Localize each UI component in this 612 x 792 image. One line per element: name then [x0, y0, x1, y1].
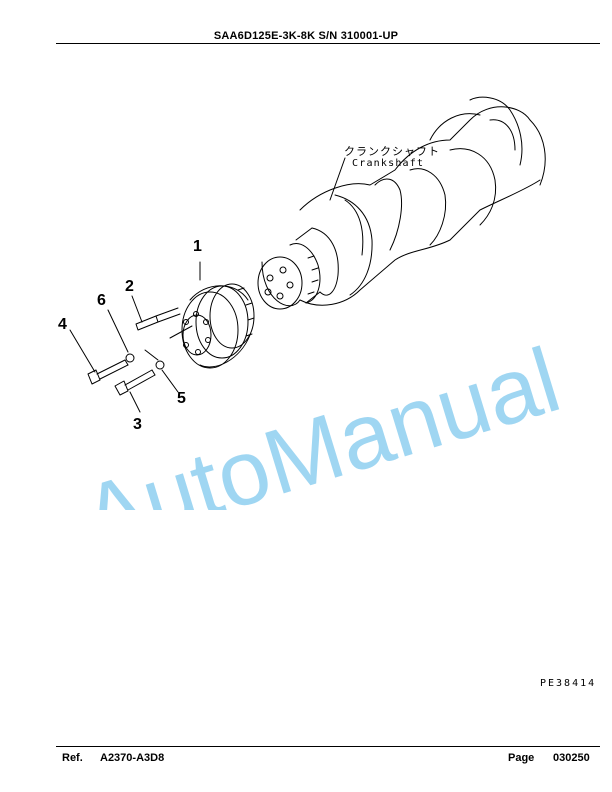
callout-1: 1: [193, 238, 202, 255]
bolt-4-illustration: [87, 359, 129, 385]
page-header-title: SAA6D125E-3K-8K S/N 310001-UP: [213, 30, 399, 42]
header-rule: [56, 43, 600, 44]
footer-page-label: Page: [508, 752, 535, 764]
drawing-code: PE38414: [540, 678, 597, 689]
watermark-text: AutoManual: [72, 329, 571, 510]
footer-page-value: 030250: [553, 752, 590, 764]
footer-rule: [56, 746, 600, 747]
footer-ref-value: A2370-A3D8: [100, 752, 165, 764]
washer-5-illustration: [155, 360, 165, 370]
leader-lines: [69, 157, 346, 413]
automanual-watermark: AutoManual: [72, 329, 571, 510]
callout-2: 2: [125, 278, 134, 295]
crankshaft-label-jp: クランクシャフト: [344, 145, 440, 158]
pulley-illustration: [181, 283, 255, 369]
footer-ref-label: Ref.: [62, 752, 83, 764]
callout-3: 3: [133, 416, 142, 433]
crankshaft-label-en: Crankshaft: [352, 158, 425, 169]
callout-6: 6: [97, 292, 106, 309]
washer-6-illustration: [125, 353, 135, 363]
callout-4: 4: [58, 316, 67, 333]
callout-5: 5: [177, 390, 186, 407]
bolt-3-illustration: [114, 369, 156, 396]
crankshaft-illustration: [257, 96, 546, 310]
dowel-pin-illustration: [135, 307, 181, 331]
